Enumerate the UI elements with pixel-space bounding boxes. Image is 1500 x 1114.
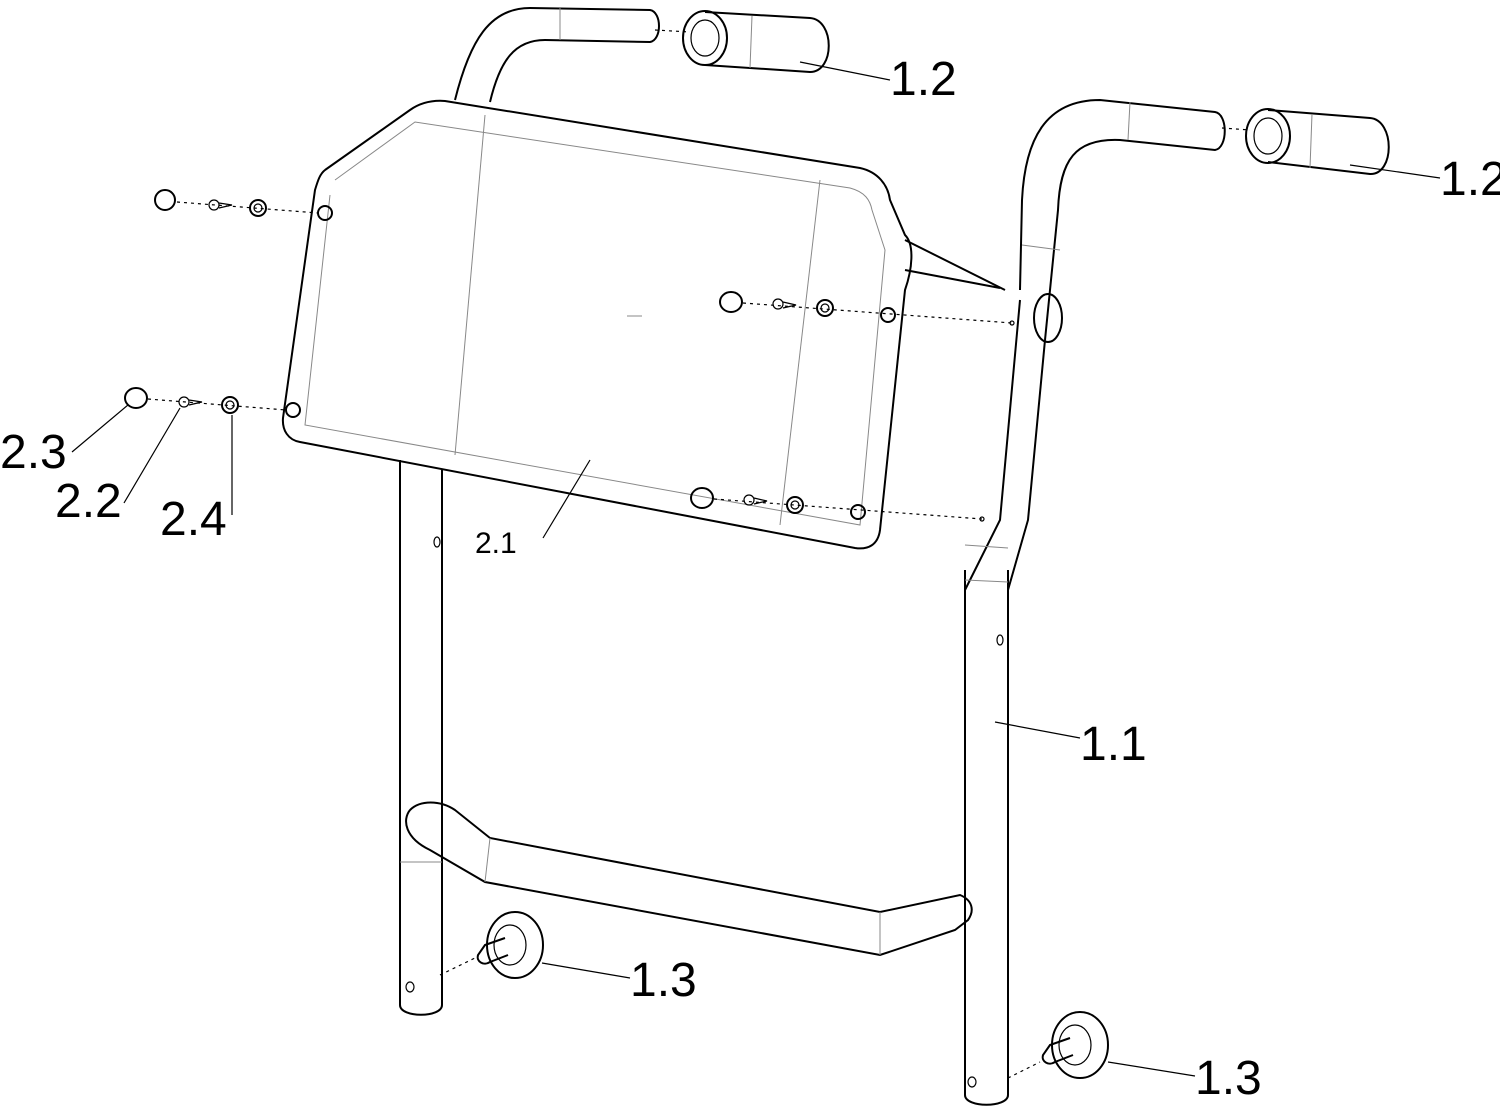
fastener-set-lower-right: [690, 487, 983, 520]
fastener-set-upper-left: [154, 189, 333, 221]
knob-right: [1041, 1011, 1109, 1079]
label-washer: 2.4: [160, 493, 227, 546]
fastener-set-upper-right: [719, 291, 1013, 324]
grip-right: [1245, 108, 1390, 176]
label-backrest: 2.1: [475, 527, 517, 560]
leader-lines: [71, 61, 1441, 1077]
label-frame: 1.1: [1080, 718, 1147, 771]
frame-tube: [399, 6, 1226, 1106]
label-knob-right: 1.3: [1195, 1052, 1262, 1105]
fastener-set-lower-left: [124, 387, 301, 418]
grip-left: [682, 10, 830, 74]
backrest-panel: [281, 99, 913, 550]
label-screw: 2.2: [55, 475, 122, 528]
label-grip-top: 1.2: [890, 53, 957, 106]
label-knob-left: 1.3: [630, 954, 697, 1007]
knob-left: [476, 911, 544, 979]
label-cap: 2.3: [0, 426, 67, 479]
label-grip-right: 1.2: [1440, 153, 1500, 206]
